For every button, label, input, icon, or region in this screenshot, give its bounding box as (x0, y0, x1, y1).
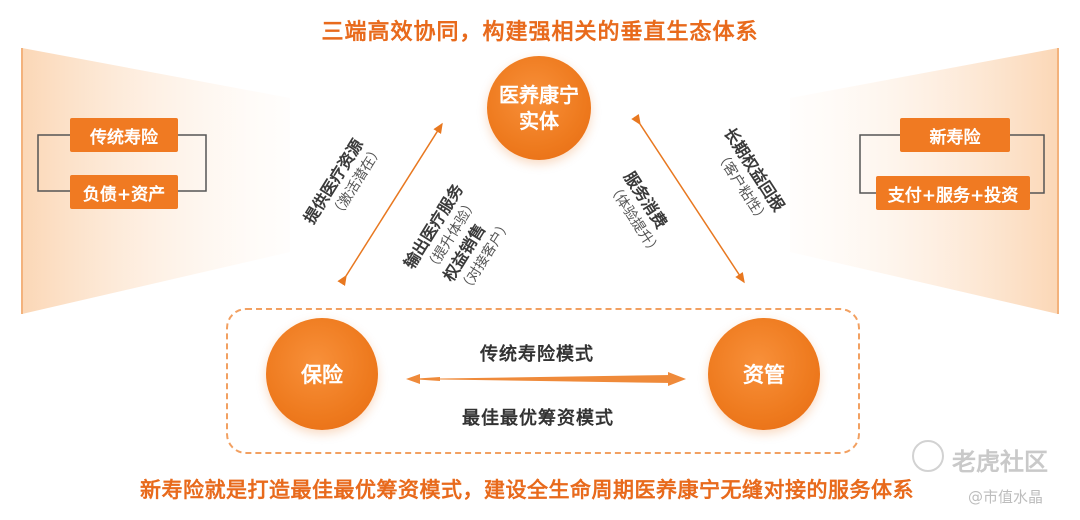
traditional-mode-label: 传统寿险模式 (480, 344, 594, 365)
footer-summary: 新寿险就是打造最佳最优筹资模式，建设全生命周期医养康宁无缝对接的服务体系 (140, 478, 914, 502)
watermark-author: @市值水晶 (968, 488, 1044, 506)
right-diagonal-arrow (631, 114, 745, 284)
healthcare-entity-node: 医养康宁 实体 (487, 56, 591, 160)
insurance-node: 保险 (266, 318, 378, 430)
horizontal-arrow-left (406, 374, 420, 384)
bottom-dashed-frame (226, 308, 860, 454)
asset-mgmt-node: 资管 (708, 318, 820, 430)
node-top-line2: 实体 (519, 109, 559, 133)
node-top-line1: 医养康宁 (499, 83, 579, 107)
watermark-brand: 老虎社区 (952, 448, 1048, 476)
left-diagonal-arrow (337, 122, 443, 287)
new-life-box: 新寿险 (900, 118, 1010, 152)
horizontal-arrow-right (406, 375, 672, 383)
payment-service-invest-box: 支付+服务+投资 (876, 176, 1030, 210)
tiger-logo-icon (912, 440, 944, 472)
page-title: 三端高效协同，构建强相关的垂直生态体系 (321, 20, 759, 45)
liability-asset-box: 负债+资产 (70, 175, 178, 209)
optimal-mode-label: 最佳最优筹资模式 (462, 408, 614, 429)
traditional-life-box: 传统寿险 (70, 118, 178, 152)
